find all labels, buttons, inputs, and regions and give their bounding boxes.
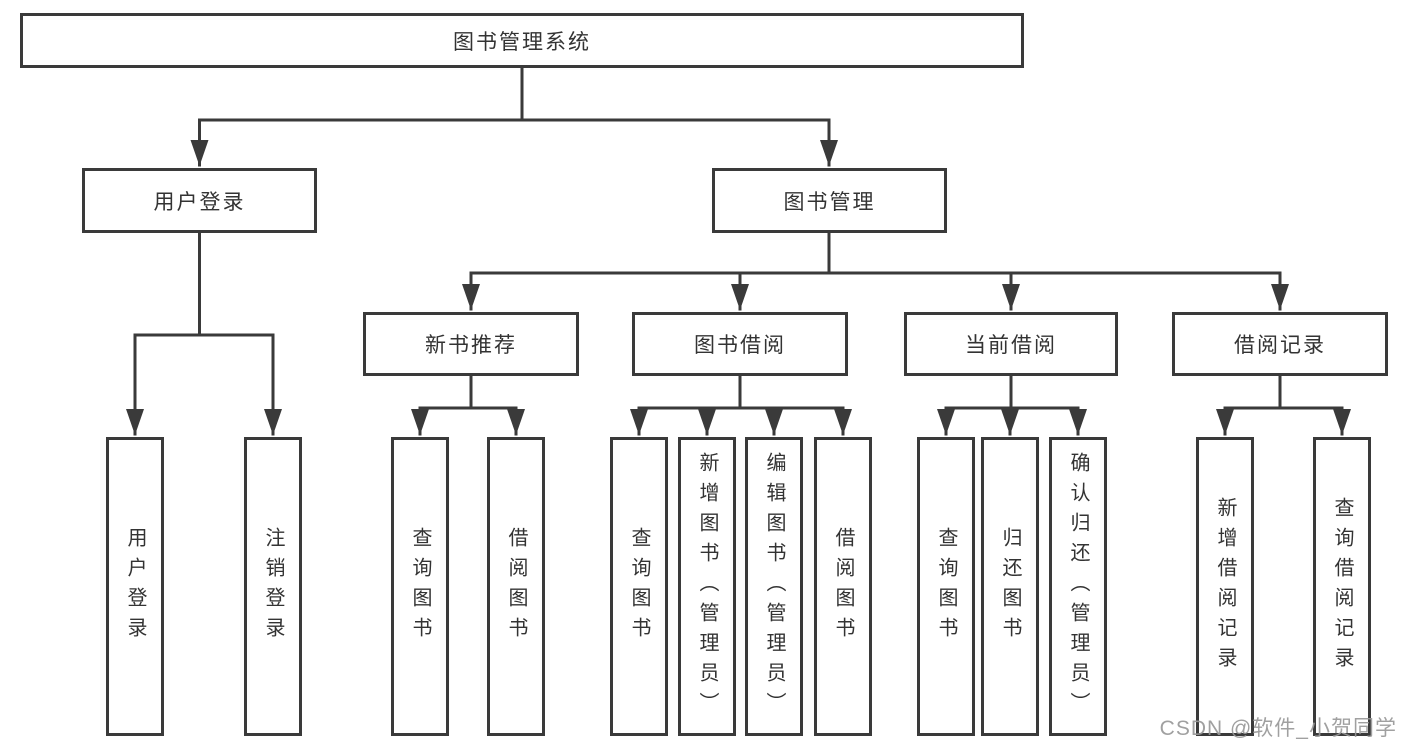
leaf-records-query-record: 查询借阅记录 xyxy=(1313,437,1371,736)
node-label: 借阅图书 xyxy=(832,526,854,647)
leaf-borrow-query-books: 查询图书 xyxy=(610,437,668,736)
node-book-borrowing: 图书借阅 xyxy=(632,312,848,376)
node-borrowing-records: 借阅记录 xyxy=(1172,312,1388,376)
node-label: 用户登录 xyxy=(124,526,146,647)
leaf-records-add-record: 新增借阅记录 xyxy=(1196,437,1254,736)
node-label: 编辑图书（管理员） xyxy=(763,451,785,722)
node-label: 查询图书 xyxy=(628,526,650,647)
node-label: 归还图书 xyxy=(999,526,1021,647)
leaf-newrec-query-books: 查询图书 xyxy=(391,437,449,736)
node-library-system: 图书管理系统 xyxy=(20,13,1024,68)
node-user-login: 用户登录 xyxy=(82,168,317,233)
csdn-watermark: CSDN @软件_小贺同学 xyxy=(1159,717,1397,740)
leaf-current-confirm-return-admin: 确认归还（管理员） xyxy=(1049,437,1107,736)
node-label: 新书推荐 xyxy=(425,334,517,357)
node-label: 新增借阅记录 xyxy=(1214,496,1236,677)
node-current-borrowing: 当前借阅 xyxy=(904,312,1118,376)
leaf-borrow-add-books-admin: 新增图书（管理员） xyxy=(678,437,736,736)
node-new-book-recommend: 新书推荐 xyxy=(363,312,579,376)
node-label: 查询借阅记录 xyxy=(1331,496,1353,677)
leaf-current-return-books: 归还图书 xyxy=(981,437,1039,736)
node-label: 新增图书（管理员） xyxy=(696,451,718,722)
leaf-newrec-borrow-books: 借阅图书 xyxy=(487,437,545,736)
leaf-logout: 注销登录 xyxy=(244,437,302,736)
node-label: 图书管理 xyxy=(783,190,876,214)
leaf-borrow-edit-books-admin: 编辑图书（管理员） xyxy=(745,437,803,736)
node-label: 确认归还（管理员） xyxy=(1067,451,1089,722)
leaf-borrow-borrow-books: 借阅图书 xyxy=(814,437,872,736)
node-label: 借阅图书 xyxy=(505,526,527,647)
node-label: 用户登录 xyxy=(153,190,246,214)
node-label: 查询图书 xyxy=(935,526,957,647)
node-label: 当前借阅 xyxy=(965,334,1057,357)
leaf-user-login: 用户登录 xyxy=(106,437,164,736)
node-label: 图书借阅 xyxy=(694,334,786,357)
leaf-current-query-books: 查询图书 xyxy=(917,437,975,736)
node-label: 注销登录 xyxy=(262,526,284,647)
node-label: 借阅记录 xyxy=(1234,334,1326,357)
node-label: 查询图书 xyxy=(409,526,431,647)
node-book-management: 图书管理 xyxy=(712,168,947,233)
node-label: 图书管理系统 xyxy=(453,30,591,54)
